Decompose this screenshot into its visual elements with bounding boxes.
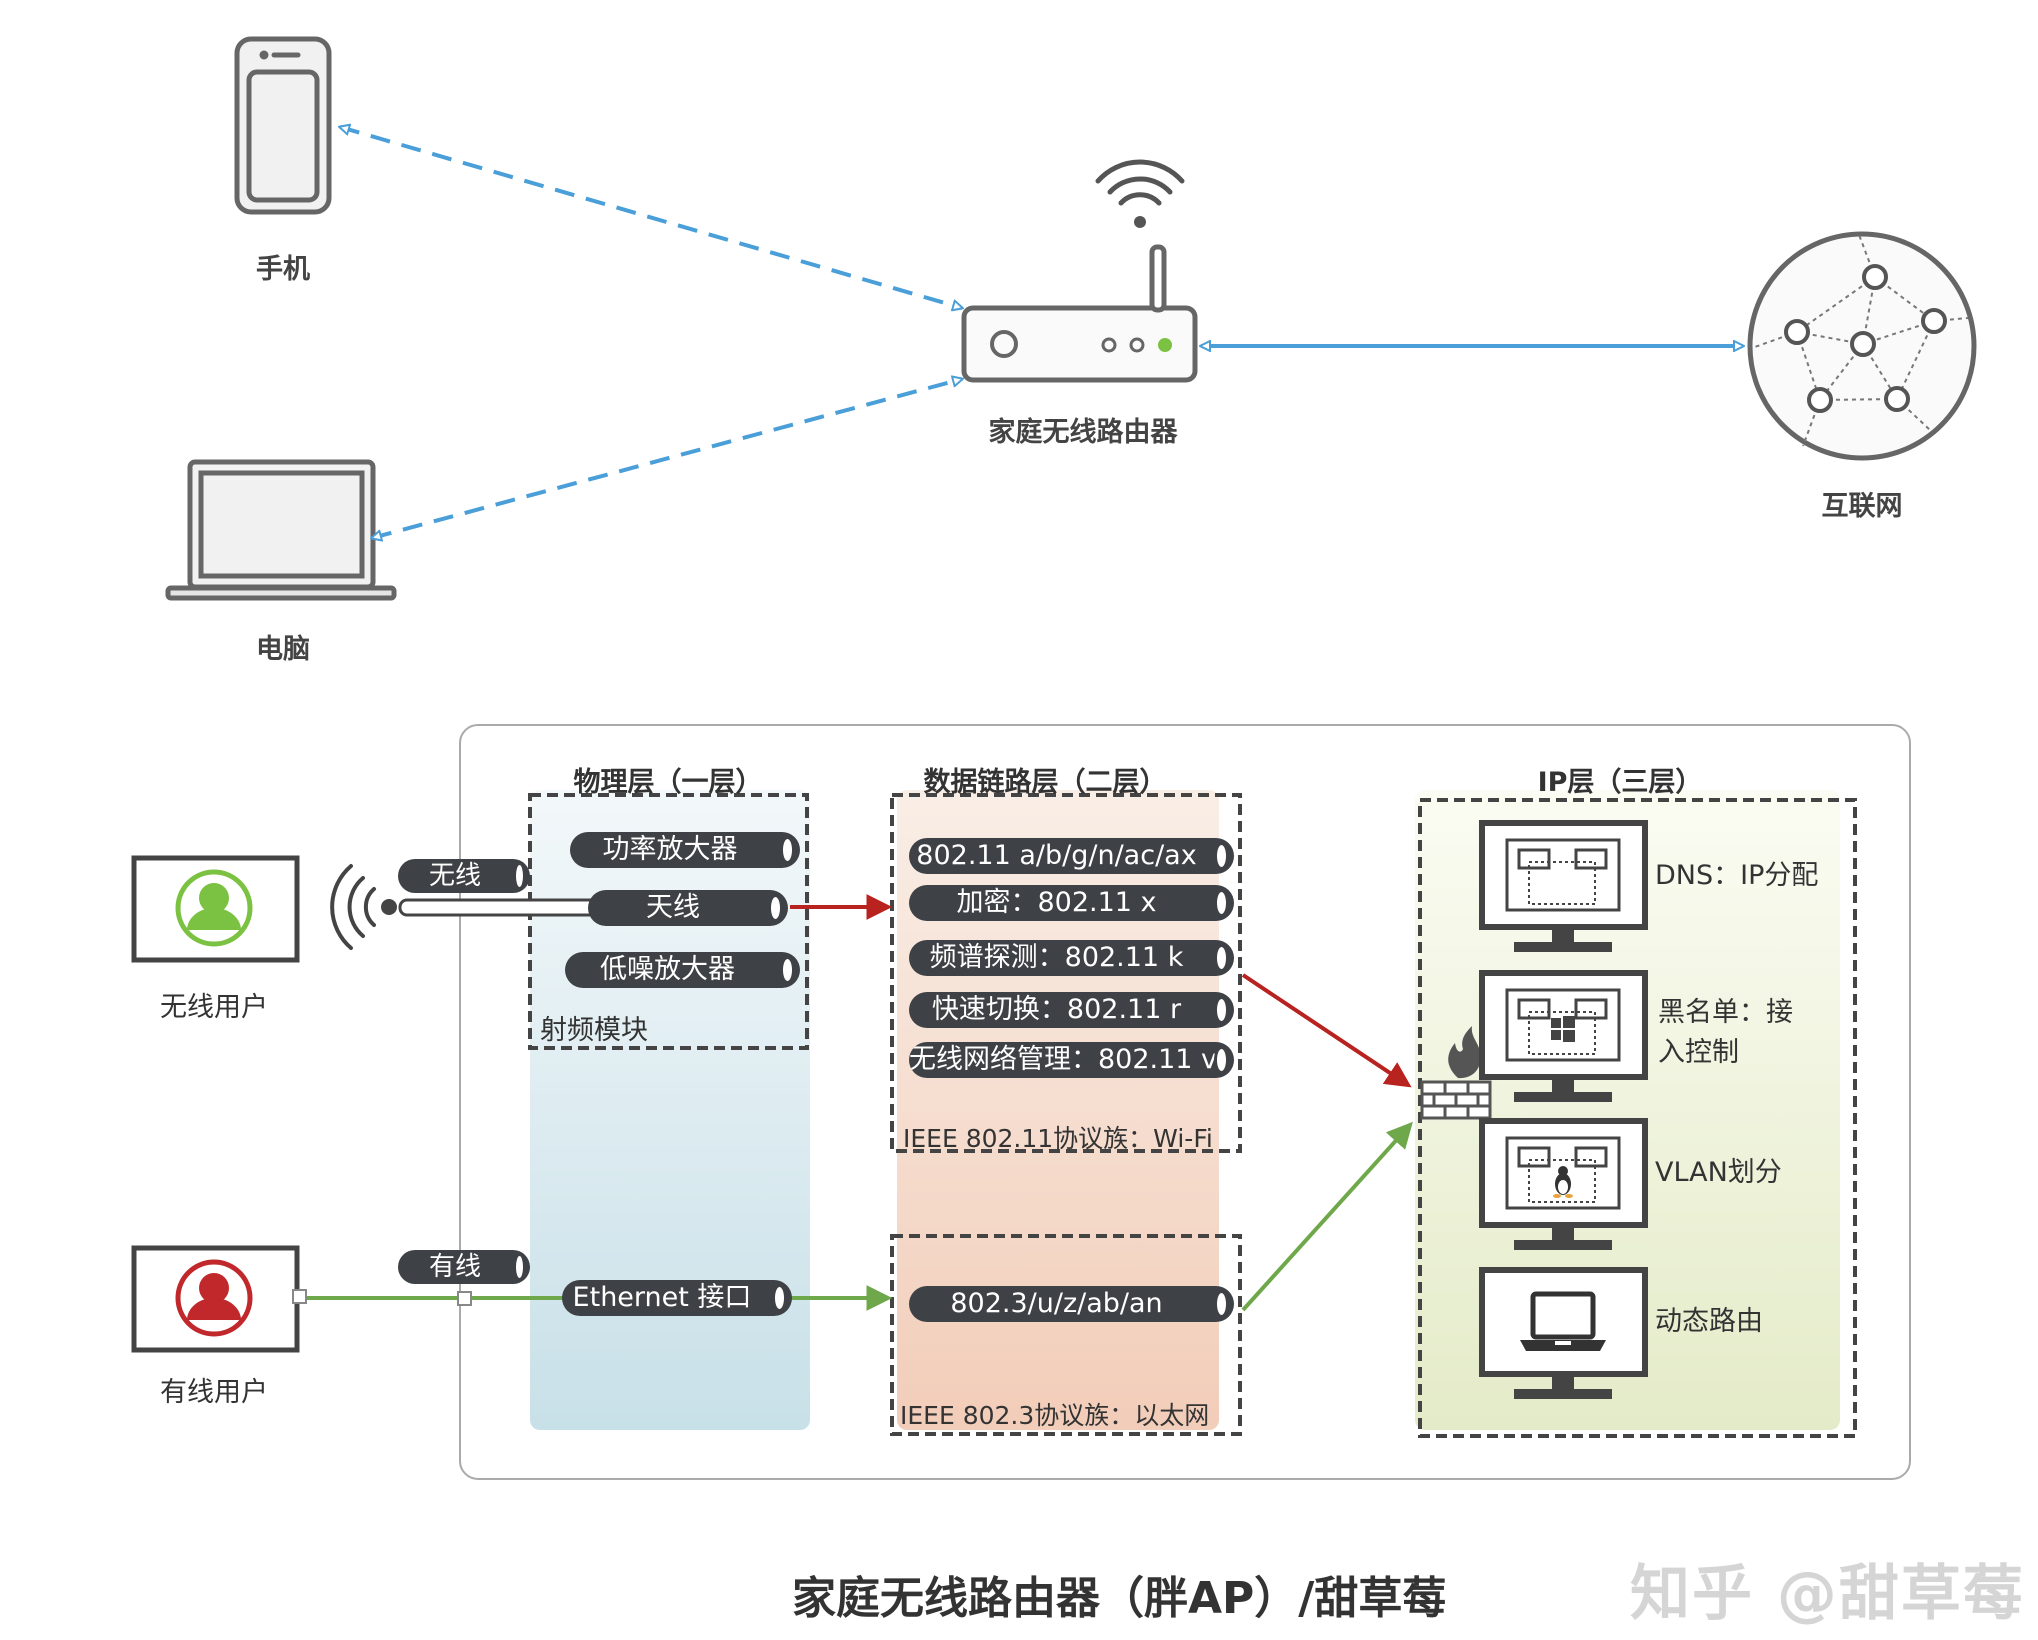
pill-cap [768, 894, 783, 922]
wireless-tag: 无线 [398, 859, 530, 893]
pill-cap [772, 1284, 787, 1312]
ethernet-caption: IEEE 802.3协议族：以太网 [900, 1401, 1210, 1430]
ethernet-protocol-box [890, 1234, 1242, 1436]
routing-label: 动态路由 [1655, 1306, 1763, 1337]
phone-label: 手机 [256, 254, 310, 285]
spectrum-pill: 频谱探测：802.11 k [909, 940, 1234, 976]
network-management-label: 无线网络管理：802.11 v [909, 1044, 1218, 1075]
routing-monitor [1479, 1267, 1648, 1399]
physical-layer-column [530, 790, 810, 1430]
ip-layer-title: IP层（三层） [1537, 767, 1703, 798]
cable-port-left [292, 1289, 307, 1304]
phone-router-link [340, 127, 962, 308]
router-label: 家庭无线路由器 [988, 417, 1178, 448]
wifi-standard-label: 802.11 a/b/g/n/ac/ax [916, 840, 1197, 871]
laptop-label: 电脑 [256, 634, 310, 665]
linux-penguin-icon [1553, 1166, 1573, 1198]
fast-roaming-pill: 快速切换：802.11 r [909, 992, 1234, 1028]
ethernet-port-pill: Ethernet 接口 [562, 1280, 792, 1316]
laptop-small-icon [1520, 1291, 1606, 1351]
wired-tag-text: 有线 [428, 1252, 481, 1282]
laptop-router-link [372, 379, 962, 538]
wired-tag: 有线 [398, 1250, 530, 1284]
pill-cap [1214, 944, 1229, 972]
wireless-signal-icon [330, 864, 397, 950]
physical-layer-title: 物理层（一层） [573, 767, 763, 798]
pill-cap [1214, 889, 1229, 917]
fast-roaming-label: 快速切换：802.11 r [931, 994, 1182, 1025]
rf-module-box [528, 793, 809, 1050]
wired-user-label: 有线用户 [160, 1377, 268, 1408]
watermark: 知乎 @甜草莓 [1630, 1559, 2025, 1629]
datalink-layer-title: 数据链路层（二层） [923, 767, 1167, 798]
pill-cap [780, 956, 795, 984]
blacklist-monitor [1479, 970, 1648, 1102]
rf-module-label: 射频模块 [540, 1015, 648, 1046]
ip-layer-box [1418, 798, 1857, 1438]
dns-server-monitor [1479, 820, 1648, 952]
laptop-icon [165, 459, 397, 601]
antenna-pill: 天线 [588, 890, 788, 926]
firewall-icon [1420, 1026, 1492, 1120]
internet-globe-icon [1747, 231, 1977, 461]
lna-label: 低噪放大器 [600, 954, 735, 985]
wired-user-monitor [131, 1245, 300, 1353]
vlan-monitor [1479, 1118, 1648, 1250]
wireless-user-label: 无线用户 [160, 992, 268, 1023]
ethernet-port-label: Ethernet 接口 [572, 1282, 752, 1313]
pill-cap [1214, 842, 1229, 870]
lna-pill: 低噪放大器 [565, 952, 800, 988]
wireless-user-monitor [131, 855, 300, 963]
pill-cap [780, 836, 795, 864]
spectrum-label: 频谱探测：802.11 k [929, 942, 1184, 973]
cable-port-right [457, 1291, 472, 1306]
vlan-label: VLAN划分 [1655, 1157, 1782, 1188]
router-icon [961, 244, 1198, 383]
internet-label: 互联网 [1821, 491, 1903, 522]
dns-label: DNS：IP分配 [1655, 860, 1819, 891]
wifi-to-ip-arrow [1241, 973, 1412, 1088]
encryption-label: 加密：802.11 x [956, 887, 1157, 918]
tag-cap [513, 862, 526, 890]
ethernet-standard-pill: 802.3/u/z/ab/an [909, 1286, 1234, 1322]
windows-icon [1551, 1016, 1575, 1042]
ethernet-standard-label: 802.3/u/z/ab/an [950, 1288, 1163, 1319]
network-management-pill: 无线网络管理：802.11 v [909, 1042, 1234, 1078]
power-amplifier-pill: 功率放大器 [570, 832, 800, 868]
pill-cap [1214, 1290, 1229, 1318]
power-amplifier-label: 功率放大器 [602, 834, 738, 865]
pill-cap [1214, 1046, 1229, 1074]
encryption-pill: 加密：802.11 x [909, 885, 1234, 921]
ethernet-to-ip-arrow [1241, 1121, 1413, 1312]
wifi-caption: IEEE 802.11协议族：Wi-Fi [903, 1124, 1213, 1153]
wireless-tag-text: 无线 [428, 861, 481, 891]
antenna-label: 天线 [646, 892, 700, 923]
tag-cap [513, 1253, 526, 1281]
router-wifi-icon [1095, 159, 1185, 228]
phone-icon [234, 36, 332, 215]
wifi-standard-pill: 802.11 a/b/g/n/ac/ax [909, 838, 1234, 874]
footer-title: 家庭无线路由器（胖AP）/甜草莓 [792, 1573, 1447, 1624]
pill-cap [1214, 996, 1229, 1024]
wifi-protocol-box [890, 793, 1242, 1153]
blacklist-label: 黑名单：接入控制 [1658, 997, 1793, 1068]
